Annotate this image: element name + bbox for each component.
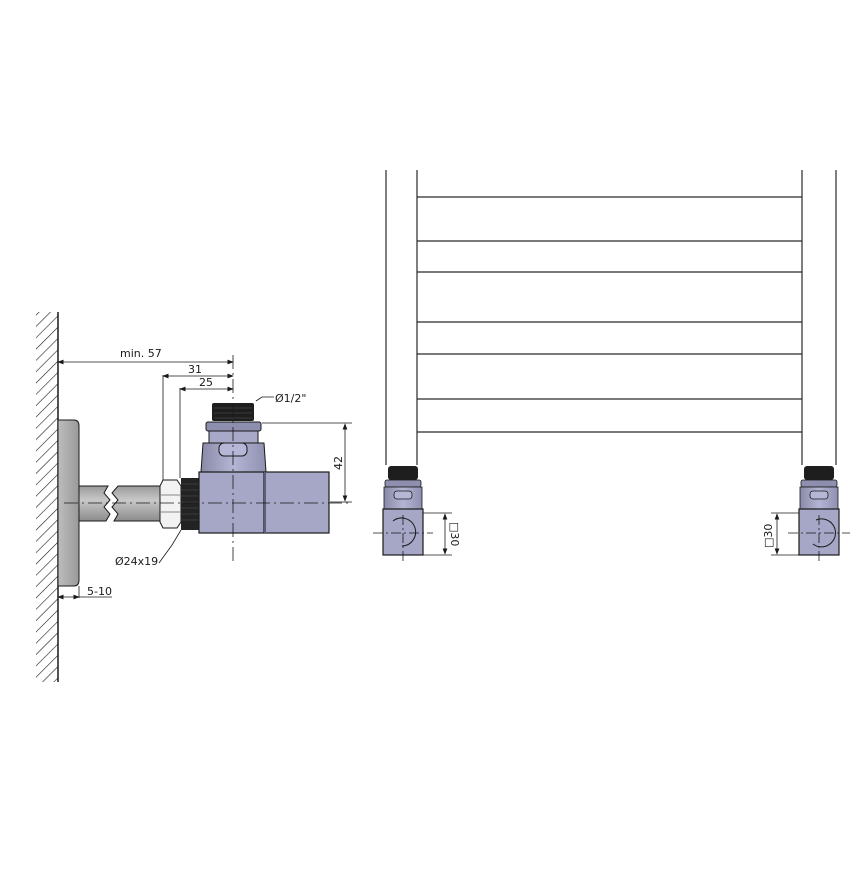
- angle-valve: [198, 403, 330, 534]
- compression-nut: [159, 478, 199, 530]
- label-thread: Ø1/2": [275, 392, 306, 405]
- left-valve-front: □30: [373, 466, 461, 562]
- label-31: 31: [188, 363, 202, 376]
- label-height-42: 42: [332, 456, 345, 470]
- right-valve-front: □30: [762, 466, 850, 562]
- side-view: min. 57 31 25 Ø1/2" 42 Ø24x19 5-10: [36, 312, 352, 682]
- front-view: □30 □30: [373, 170, 850, 562]
- label-square-30-right: □30: [762, 524, 775, 548]
- label-rosette: 5-10: [87, 585, 112, 598]
- label-square-30-left: □30: [448, 522, 461, 546]
- dimensions: [57, 359, 352, 600]
- label-25: 25: [199, 376, 213, 389]
- radiator: [385, 170, 837, 465]
- label-nut: Ø24x19: [115, 555, 158, 568]
- pipe: [78, 485, 163, 522]
- wall: [36, 312, 59, 682]
- label-wall-distance: min. 57: [120, 347, 162, 360]
